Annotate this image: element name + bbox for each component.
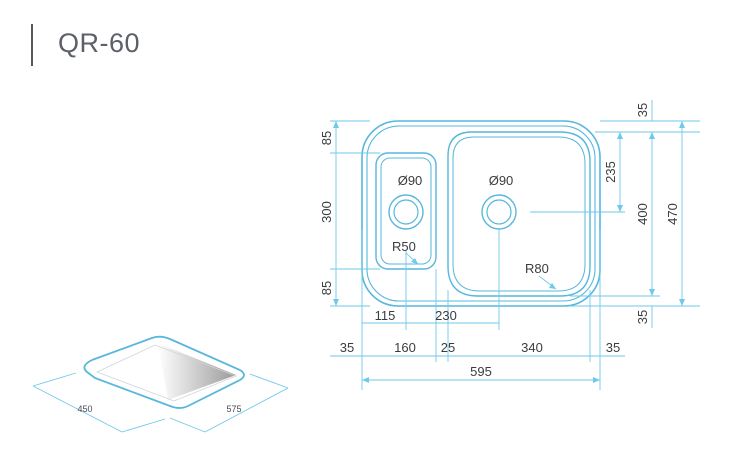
- sink-outer-rim: [361, 120, 601, 307]
- sink-plan-view: [361, 120, 601, 307]
- perspective-dimensions: [32, 372, 289, 433]
- dim-offset-small: 115: [375, 308, 396, 323]
- small-drain-inner: [393, 199, 419, 225]
- perspective-inner-rim: [95, 344, 238, 402]
- large-bowl: [447, 131, 591, 297]
- small-drain-label: Ø90: [398, 173, 423, 188]
- large-drain-label: Ø90: [489, 173, 514, 188]
- dim-left-bottom: 85: [319, 281, 334, 295]
- dim-bottom-large-bowl: 340: [521, 340, 543, 355]
- small-radius-label: R50: [392, 239, 416, 254]
- perspective-width-label: 575: [226, 404, 241, 414]
- large-bowl-inner: [452, 136, 586, 292]
- small-drain-outer: [388, 194, 424, 230]
- product-title: QR-60: [58, 28, 141, 58]
- dim-bowl-height: 400: [635, 203, 650, 225]
- dim-right-bottom-rim: 35: [635, 310, 650, 324]
- dim-bottom-small-bowl: 160: [394, 340, 416, 355]
- dim-bottom-right-rim: 35: [606, 340, 620, 355]
- sink-perspective-view: [83, 335, 245, 409]
- large-radius-label: R80: [525, 261, 549, 276]
- sink-inner-rim: [366, 125, 596, 302]
- dim-offset-large: 230: [435, 308, 457, 323]
- dim-left-middle: 300: [319, 201, 334, 223]
- dim-overall-width: 595: [470, 364, 492, 379]
- title-divider: [31, 24, 33, 66]
- dim-bottom-divider: 25: [441, 340, 455, 355]
- dim-drain-depth: 235: [603, 161, 618, 183]
- dimension-arrows: [333, 121, 685, 383]
- perspective-depth-label: 450: [77, 404, 92, 414]
- dimension-labels: 85 300 85 35 235 400 470 35 Ø90 Ø90 R50 …: [319, 103, 680, 379]
- dimension-lines: [330, 100, 700, 390]
- dim-bottom-left-rim: 35: [340, 340, 354, 355]
- large-drain-inner: [486, 199, 512, 225]
- dim-right-top-rim: 35: [635, 103, 650, 117]
- perspective-inner-wall: [158, 343, 236, 400]
- dim-left-top: 85: [319, 131, 334, 145]
- dim-overall-height: 470: [665, 203, 680, 225]
